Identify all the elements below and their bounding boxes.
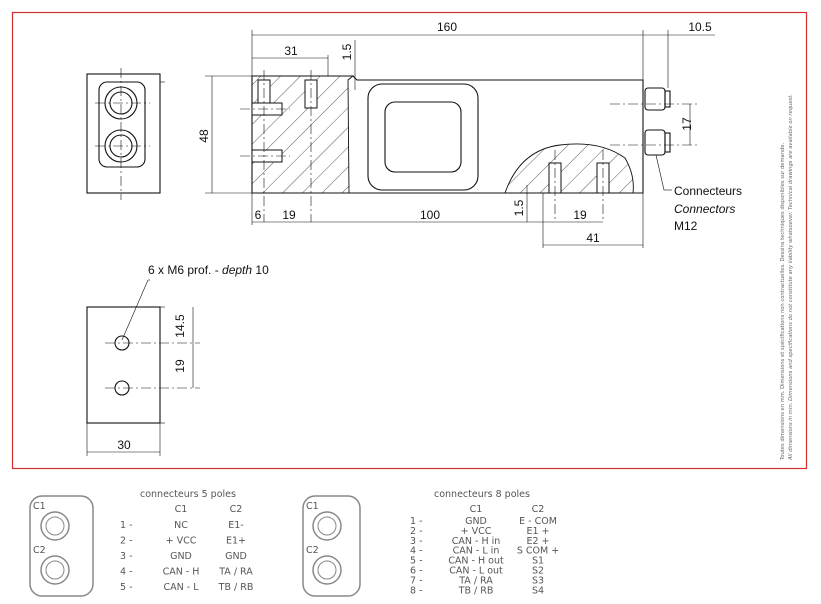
end-view (86, 68, 165, 200)
pinout-8-c2-header: C2 (532, 504, 545, 515)
pinout-c2-cell: S1 (532, 556, 544, 567)
pinout-5-table: connecteurs 5 poles C1 C2 1 - NC E1- 2 - + V… (120, 489, 253, 593)
pinout-5-c1-header: C1 (175, 504, 188, 515)
pinout-c2-cell: E1- (228, 520, 243, 531)
bottom-view: 6 x M6 prof. - depth 10 14.5 19 30 (86, 263, 269, 456)
note-en: All dimensions in mm. Dimensions and spe… (788, 94, 794, 461)
note-fr: Toutes dimensions en mm. Dimensions et s… (779, 142, 786, 461)
dim-bottom-hole-offset: 14.5 (173, 314, 187, 338)
connectors-label-fr: Connecteurs (674, 184, 742, 198)
pinout-c1-cell: + VCC (166, 536, 197, 547)
dim-bottom-step: 1.5 (512, 199, 526, 216)
pinout-pin-cell: 5 - (120, 582, 133, 593)
pinout-c2-cell: E - COM (519, 516, 557, 527)
pinout-c1-cell: NC (174, 520, 188, 531)
svg-text:C1: C1 (306, 501, 319, 512)
pinout-pin-cell: 5 - (410, 556, 423, 567)
pinout-5-title: connecteurs 5 poles (140, 489, 236, 500)
side-view: 160 10.5 31 1.5 48 17 6 19 100 1.5 19 41… (197, 20, 742, 248)
pinout-pin-cell: 7 - (410, 575, 423, 586)
pinout-8-c1-header: C1 (470, 504, 483, 515)
pinout-c2-cell: GND (225, 551, 247, 562)
connectors-label-en: Connectors (674, 202, 735, 216)
pinout-pin-cell: 2 - (120, 536, 133, 547)
pinout-c2-cell: E1+ (226, 536, 246, 547)
pinout-c2-cell: TB / RB (218, 582, 254, 593)
dim-length: 160 (437, 20, 457, 34)
pinout-c1-cell: GND (465, 516, 487, 527)
pinout-pin-cell: 6 - (410, 566, 423, 577)
dim-edge-6: 6 (255, 208, 262, 222)
connector-c2-side-icon (644, 129, 671, 156)
pinout-c2-cell: S3 (532, 575, 544, 586)
thread-note: 6 x M6 prof. - depth 10 (148, 263, 269, 277)
dim-bottom-width: 30 (117, 438, 131, 452)
pinout-c1-cell: + VCC (461, 526, 492, 537)
pinout-pin-cell: 3 - (120, 551, 133, 562)
pinout-c1-cell: CAN - L in (453, 546, 500, 557)
dim-bottom-hole-pitch: 19 (173, 359, 187, 373)
pinout-c1-cell: CAN - H out (448, 556, 504, 567)
thread-depth-word: depth (222, 263, 252, 277)
pinout-pin-cell: 1 - (410, 516, 423, 527)
dim-first-hole-span: 31 (284, 44, 298, 58)
dim-hole-distance: 100 (420, 208, 440, 222)
svg-text:C2: C2 (306, 545, 319, 556)
pinout-8-table: connecteurs 8 poles C1 C2 1 - GND E - COM 2… (410, 489, 559, 596)
dim-hole-pitch-right: 19 (573, 208, 587, 222)
connector-c1-side-icon (644, 87, 671, 111)
pinout-c1-cell: TA / RA (458, 575, 493, 586)
pinout-8-title: connecteurs 8 poles (434, 489, 530, 500)
pinout-c2-cell: TA / RA (218, 567, 253, 578)
pinout-c1-cell: CAN - L (164, 582, 200, 593)
pinout-c1-cell: CAN - H (163, 567, 200, 578)
thread-prefix: 6 x M6 prof. - (148, 263, 222, 277)
dim-right-span: 41 (586, 231, 600, 245)
pinout-c2-cell: E2 + (526, 536, 549, 547)
dim-top-step: 1.5 (340, 43, 354, 60)
connector-type: M12 (674, 219, 698, 233)
pinout-pin-cell: 4 - (120, 567, 133, 578)
pinout-pin-cell: 4 - (410, 546, 423, 557)
pinout-c1-cell: CAN - H in (452, 536, 501, 547)
pinout-c1-cell: CAN - L out (449, 566, 503, 577)
pinout-pin-cell: 1 - (120, 520, 133, 531)
pinout-c1-cell: TB / RB (458, 585, 494, 596)
pinout-pin-cell: 2 - (410, 526, 423, 537)
pinout-pin-cell: 8 - (410, 585, 423, 596)
thread-depth-value: 10 (252, 263, 269, 277)
pinout-c2-cell: S4 (532, 585, 544, 596)
svg-text:C1: C1 (33, 501, 46, 512)
pinout-5-c2-header: C2 (230, 504, 243, 515)
pinout-c2-cell: S COM + (517, 546, 559, 557)
pinout-c1-cell: GND (170, 551, 192, 562)
dim-hole-pitch-left: 19 (282, 208, 296, 222)
dim-connector-spacing: 17 (680, 117, 694, 131)
dim-connector-offset: 10.5 (688, 20, 712, 34)
svg-text:C2: C2 (33, 545, 46, 556)
dim-height: 48 (197, 129, 211, 143)
drawing-frame (11, 11, 808, 470)
pinout-c2-cell: S2 (532, 566, 544, 577)
pinout-pin-cell: 3 - (410, 536, 423, 547)
pinout-c2-cell: E1 + (526, 526, 549, 537)
